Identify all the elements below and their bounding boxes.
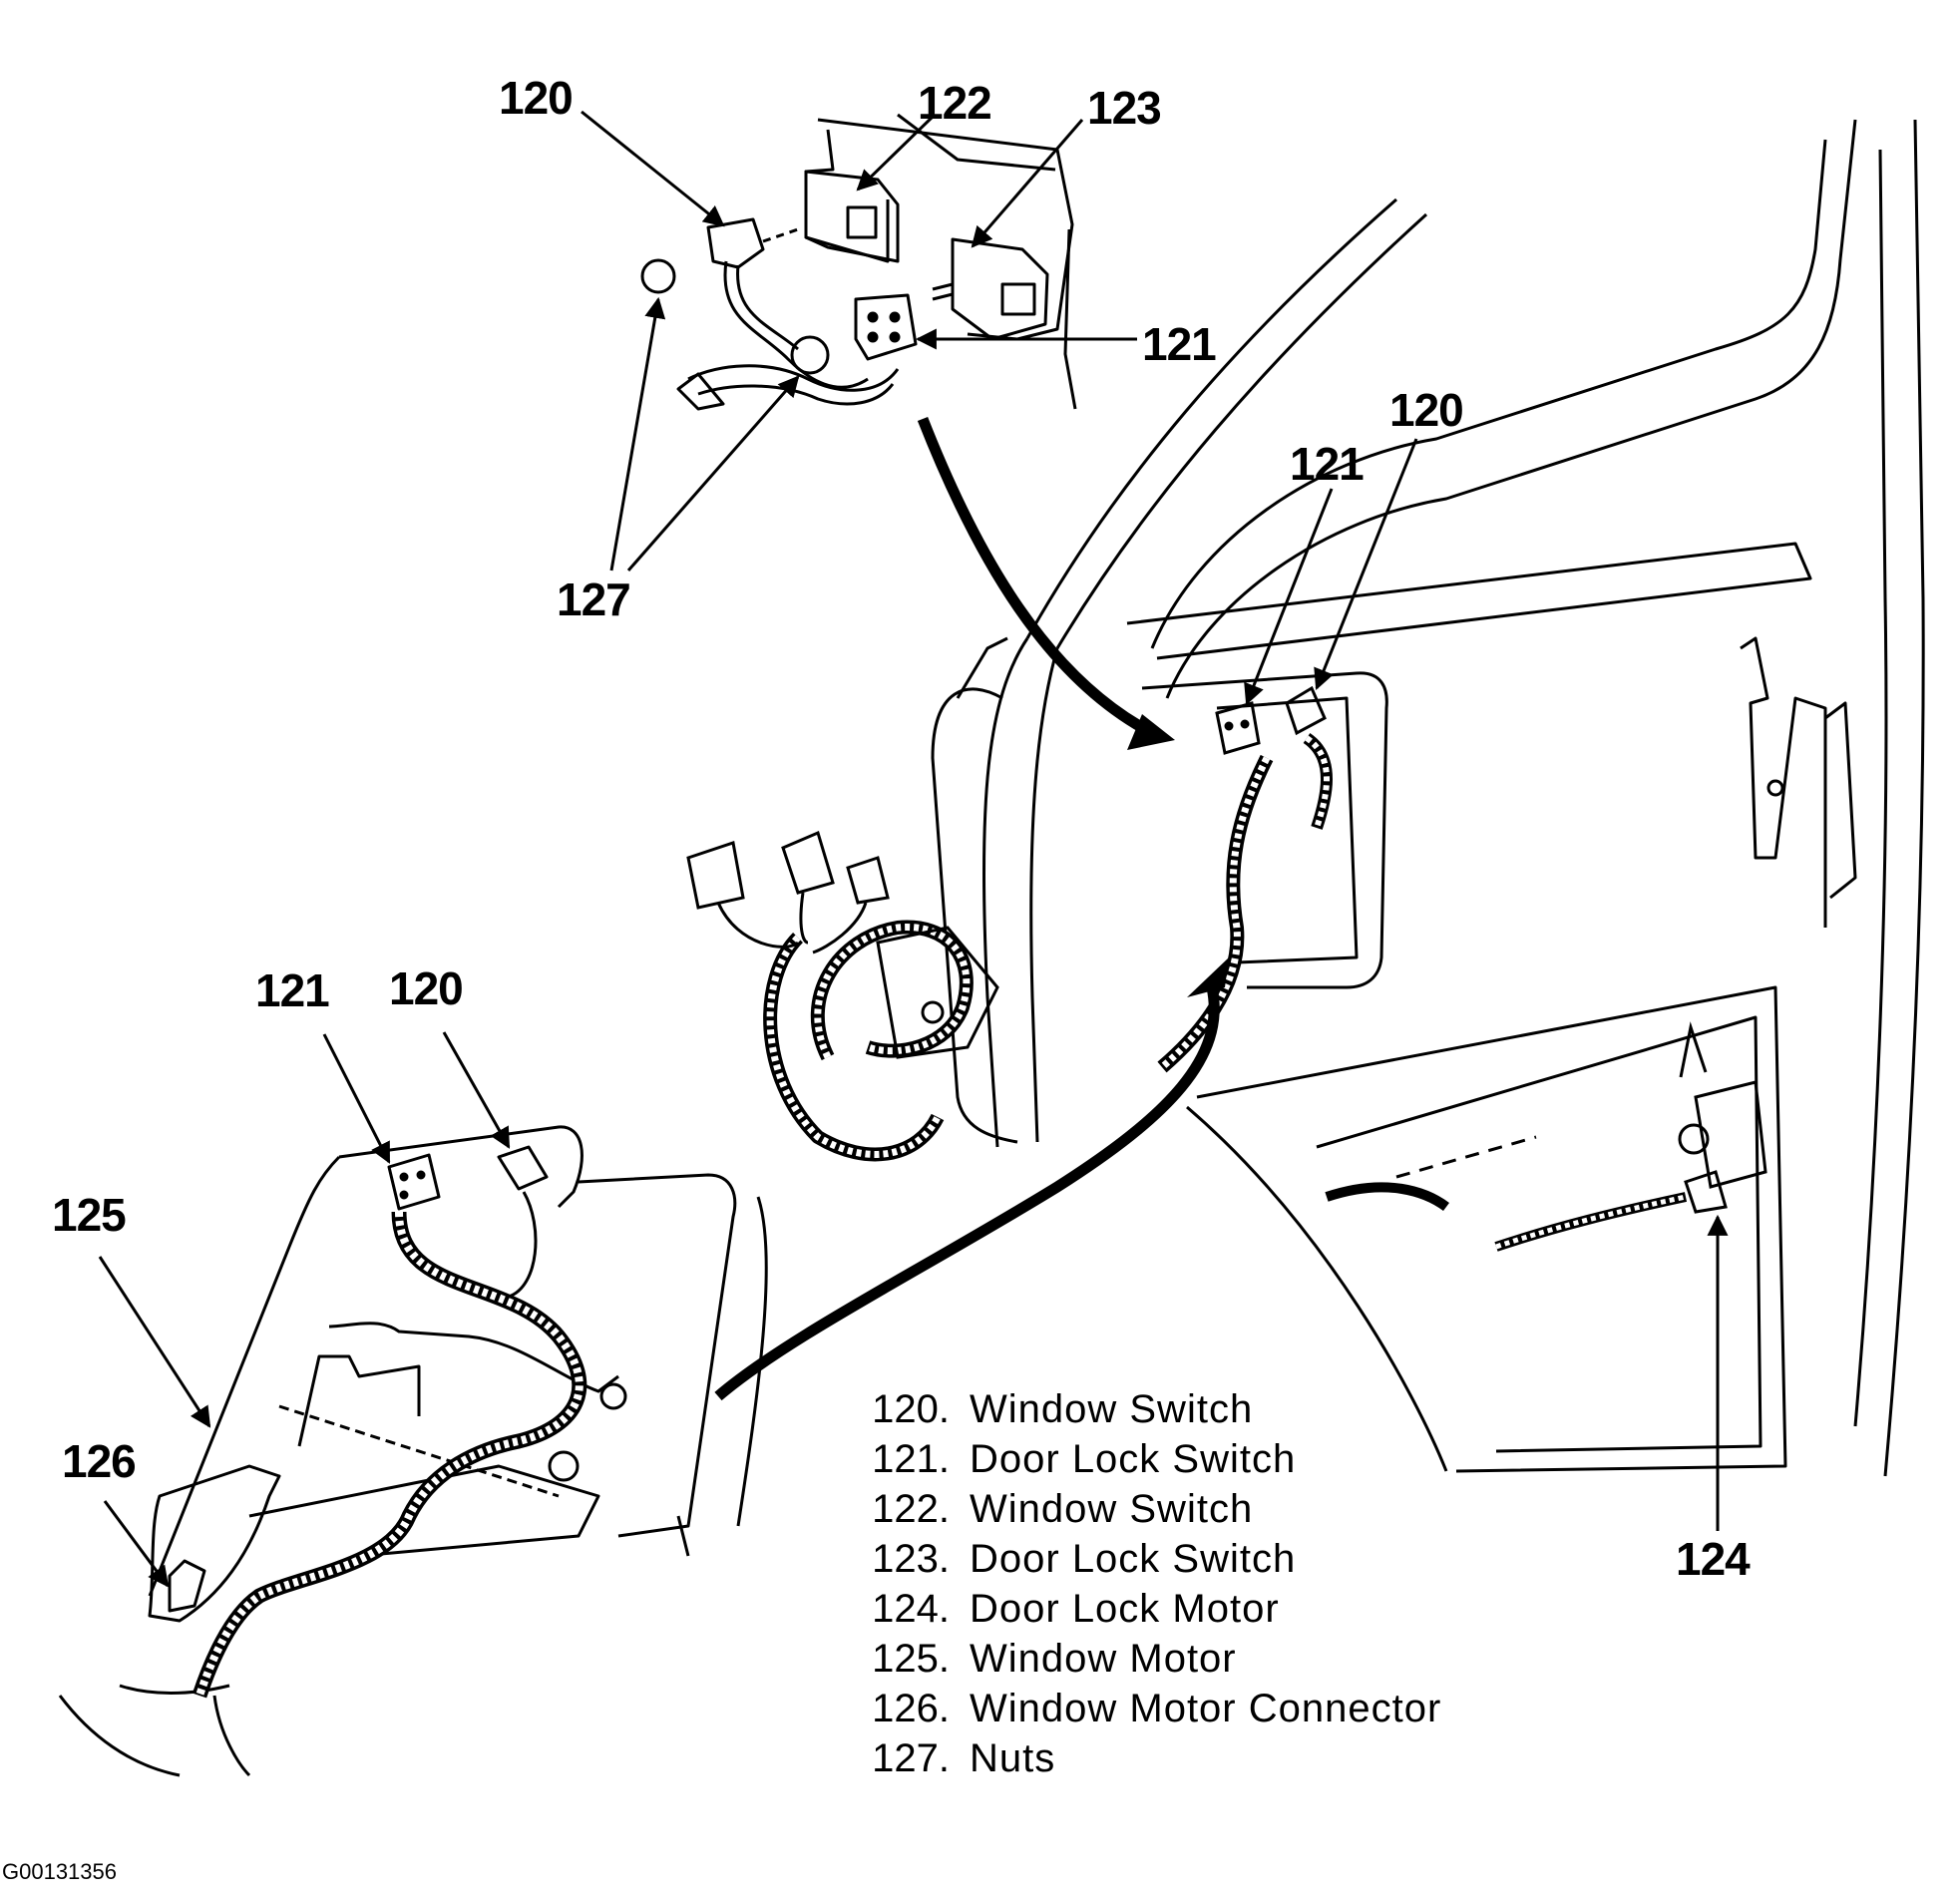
window-motor-inset xyxy=(58,1125,768,1777)
inset-harness xyxy=(192,1191,588,1699)
legend-label: Door Lock Motor xyxy=(970,1587,1280,1631)
detail-to-door-arrow xyxy=(917,416,1155,738)
connector-120-detail xyxy=(706,217,799,269)
nut-127-b xyxy=(790,335,830,375)
legend-number: 121. xyxy=(872,1437,950,1481)
legend-label: Window Switch xyxy=(970,1387,1254,1431)
callout-127-top: 127 xyxy=(557,573,631,625)
legend-number: 126. xyxy=(872,1687,950,1730)
legend-label: Window Motor Connector xyxy=(970,1687,1442,1730)
parts-legend: 120. Window Switch 121. Door Lock Switch… xyxy=(854,1384,1441,1783)
nut-127-a xyxy=(640,258,676,294)
connector-121-detail xyxy=(854,293,918,361)
legend-number: 125. xyxy=(872,1637,950,1681)
legend-item: 122. Window Switch xyxy=(854,1484,1441,1534)
figure-id: G00131356 xyxy=(2,1859,117,1884)
door-frame xyxy=(931,119,1925,1477)
legend-label: Door Lock Switch xyxy=(970,1437,1297,1481)
window-switch-122 xyxy=(804,170,900,263)
door-lock-switch-123 xyxy=(932,237,1049,341)
legend-label: Nuts xyxy=(970,1736,1056,1780)
legend-item: 120. Window Switch xyxy=(854,1384,1441,1434)
legend-item: 127. Nuts xyxy=(854,1733,1441,1783)
legend-label: Window Switch xyxy=(970,1487,1254,1531)
callout-121-door: 121 xyxy=(1290,438,1365,490)
callout-122-top: 122 xyxy=(918,77,992,129)
callout-123-top: 123 xyxy=(1087,82,1162,134)
legend-item: 121. Door Lock Switch xyxy=(854,1434,1441,1484)
legend-label: Window Motor xyxy=(970,1637,1237,1681)
door-to-inset-arrow xyxy=(714,985,1220,1401)
door-harness xyxy=(686,685,1767,1252)
switch-assembly-detail xyxy=(640,113,1077,411)
legend-item: 123. Door Lock Switch xyxy=(854,1534,1441,1584)
legend-item: 124. Door Lock Motor xyxy=(854,1584,1441,1634)
legend-number: 123. xyxy=(872,1537,950,1581)
legend-number: 127. xyxy=(872,1736,950,1780)
leader-lines xyxy=(98,110,1729,1588)
callout-126-inset: 126 xyxy=(62,1435,137,1487)
legend-item: 126. Window Motor Connector xyxy=(854,1684,1441,1733)
callout-121-top: 121 xyxy=(1142,318,1217,370)
callout-121-inset: 121 xyxy=(255,964,330,1016)
legend-number: 124. xyxy=(872,1587,950,1631)
legend-item: 125. Window Motor xyxy=(854,1634,1441,1684)
callout-120-inset: 120 xyxy=(389,962,464,1014)
callout-120-door: 120 xyxy=(1389,384,1464,436)
legend-number: 120. xyxy=(872,1387,950,1431)
legend-number: 122. xyxy=(872,1487,950,1531)
legend-label: Door Lock Switch xyxy=(970,1537,1297,1581)
callout-125-inset: 125 xyxy=(52,1189,127,1241)
callout-124-door: 124 xyxy=(1676,1533,1751,1585)
callout-120-top: 120 xyxy=(499,72,574,124)
